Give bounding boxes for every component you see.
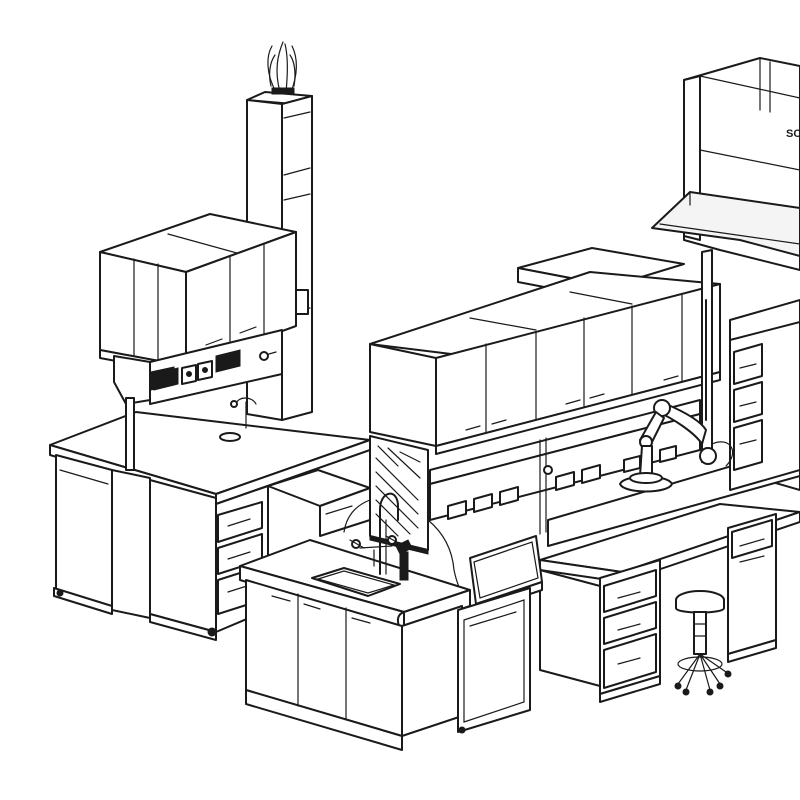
reagent-shelf-with-outlets (429, 399, 701, 535)
lab-stool (674, 590, 732, 696)
right-bench-drawers (539, 503, 800, 703)
service-panel-outlets (113, 329, 283, 471)
under-counter-cabinet (457, 587, 531, 734)
articulated-fume-extractor-arm (619, 249, 734, 493)
gooseneck-faucet (349, 492, 413, 581)
gas-valve-bundle (267, 41, 297, 95)
sink-base-cabinet (239, 539, 471, 751)
sink (311, 567, 401, 597)
wall-cabinets-left (99, 213, 297, 375)
wall-cabinets-center (369, 271, 721, 455)
hood-label: SC (786, 128, 800, 140)
